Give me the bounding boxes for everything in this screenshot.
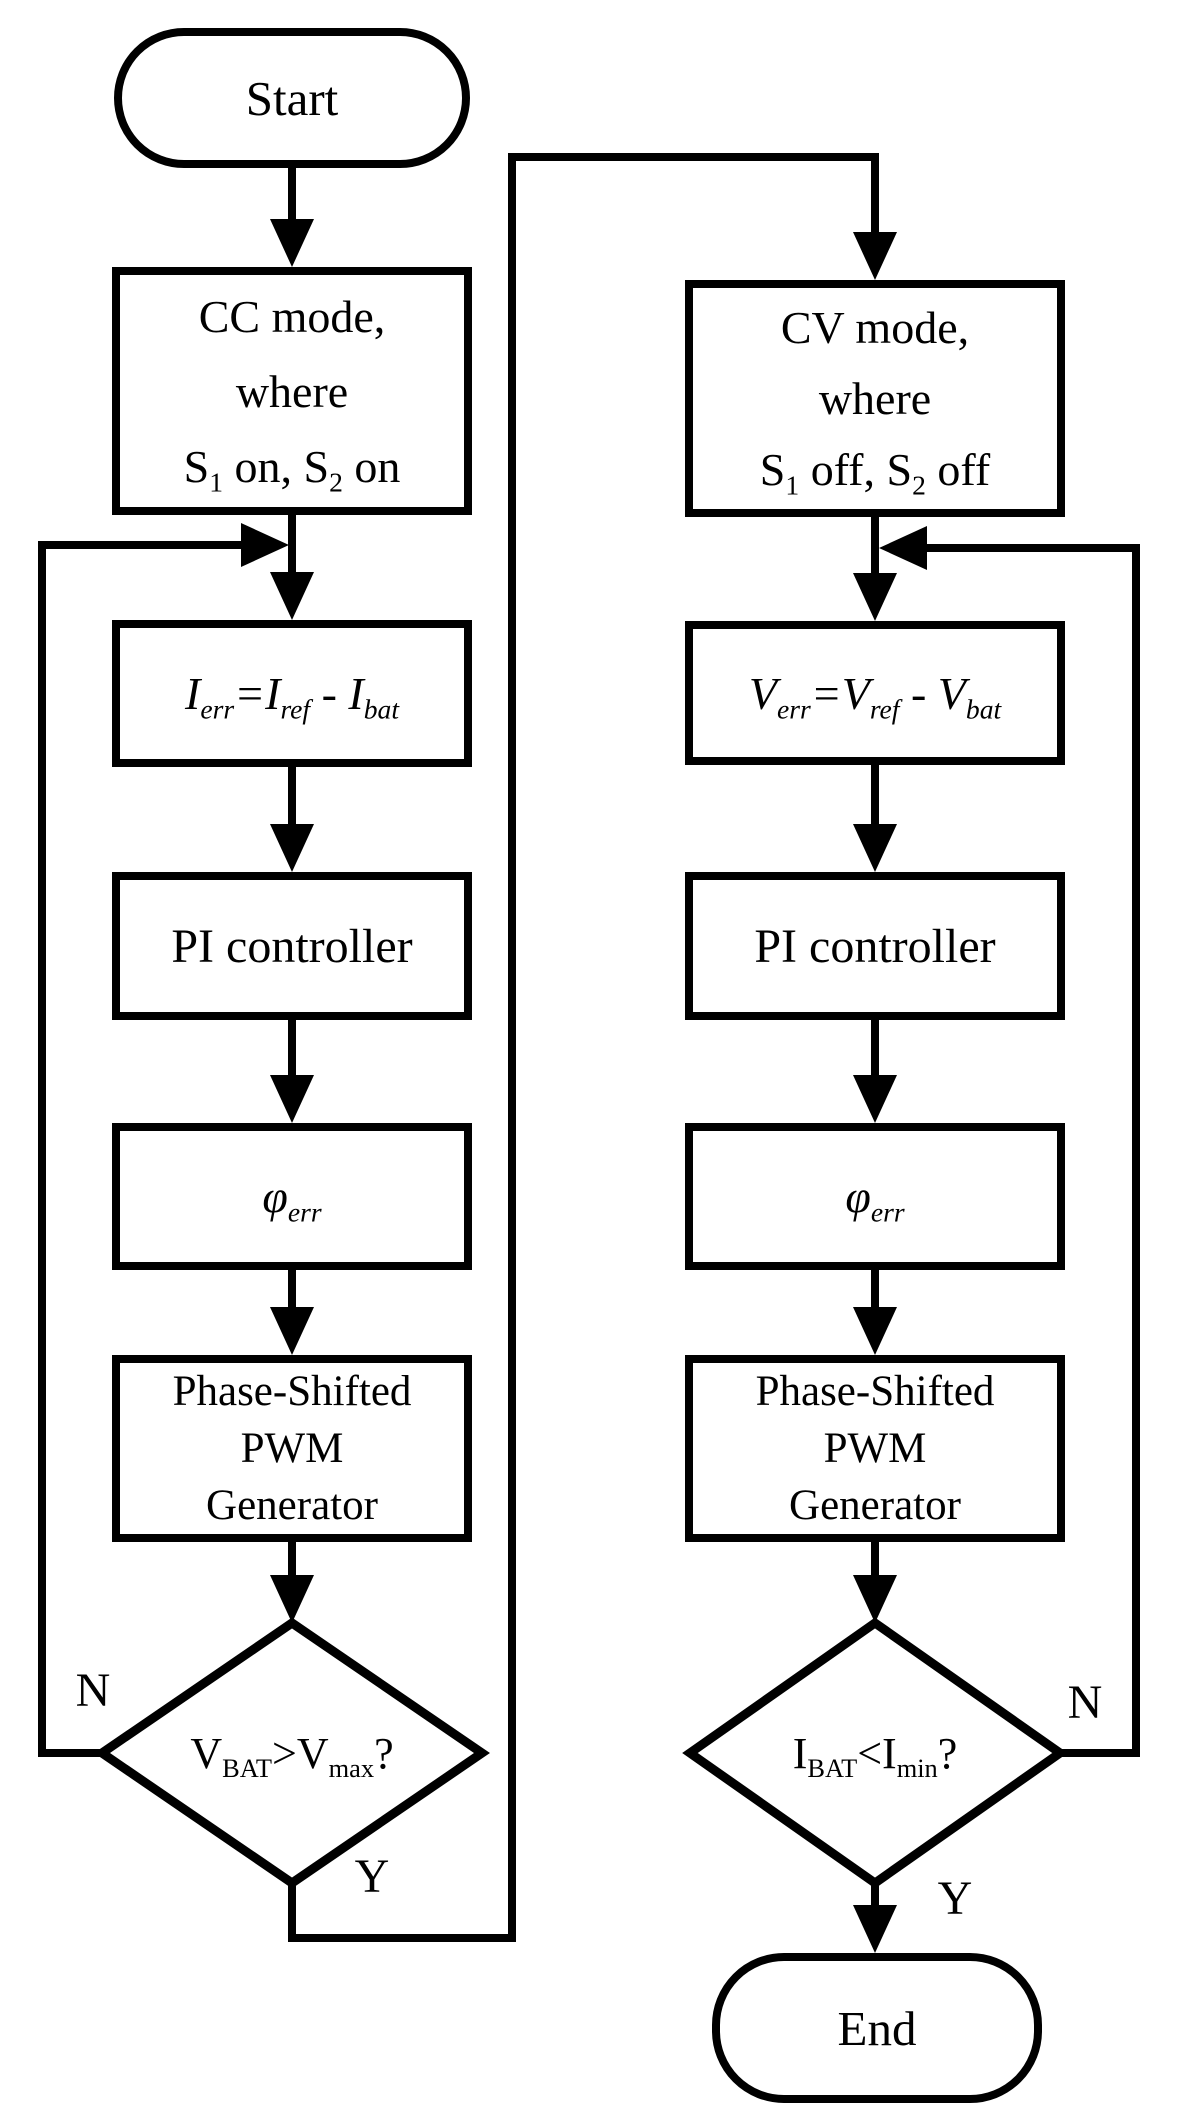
edge-pwm-to-decision-left — [270, 1542, 314, 1623]
phase-error-left: φerr — [112, 1123, 472, 1270]
end-terminal: End — [712, 1953, 1042, 2103]
voltage-error-process: Verr=Vref - Vbat — [685, 621, 1065, 765]
start-terminal: Start — [114, 28, 470, 168]
pwm-right-line3: Generator — [789, 1482, 961, 1529]
edge-ierr-to-pi-left — [270, 767, 314, 872]
phase-error-left-formula: φerr — [262, 1171, 322, 1228]
phase-error-right: φerr — [685, 1123, 1065, 1270]
pwm-left-line1: Phase-Shifted — [172, 1368, 412, 1415]
pwm-generator-left: Phase-Shifted PWM Generator — [112, 1355, 472, 1542]
current-error-process: Ierr=Iref - Ibat — [112, 620, 472, 767]
pwm-right-line2: PWM — [823, 1425, 927, 1472]
pi-controller-left-label: PI controller — [171, 919, 413, 973]
cv-mode-line2: where — [818, 373, 932, 424]
edge-cc-to-ierr — [270, 515, 314, 620]
pi-controller-left: PI controller — [112, 872, 472, 1020]
decision-right-text: IBAT<Imin? — [792, 1728, 958, 1783]
phase-error-right-formula: φerr — [845, 1171, 905, 1228]
decision-left-text: VBAT>Vmax? — [190, 1728, 394, 1783]
cc-mode-line1: CC mode, — [198, 290, 386, 342]
pi-controller-right: PI controller — [685, 872, 1065, 1020]
edge-left-no-loop — [38, 523, 289, 1757]
left-yes-label: Y — [354, 1849, 390, 1903]
cv-mode-line3: S1 off, S2 off — [759, 444, 991, 501]
cv-mode-process: CV mode, where S1 off, S2 off — [685, 280, 1065, 517]
pwm-right-line1: Phase-Shifted — [755, 1368, 995, 1415]
cv-mode-line1: CV mode, — [780, 302, 970, 353]
start-label: Start — [245, 70, 339, 126]
pwm-left-line3: Generator — [206, 1482, 378, 1529]
voltage-error-formula: Verr=Vref - Vbat — [748, 667, 1002, 725]
right-yes-label: Y — [937, 1871, 973, 1925]
edge-right-no-loop — [879, 526, 1140, 1757]
current-error-formula: Ierr=Iref - Ibat — [185, 668, 399, 725]
edge-start-to-cc — [270, 167, 314, 267]
pi-controller-right-label: PI controller — [754, 919, 996, 973]
cc-mode-line3: S1 on, S2 on — [183, 440, 401, 498]
edge-pi-to-phi-left — [270, 1020, 314, 1123]
edge-cv-to-verr — [853, 517, 897, 621]
right-no-label: N — [1067, 1675, 1103, 1729]
edge-decision-to-end — [853, 1883, 897, 1953]
edge-left-yes-to-cv — [288, 153, 897, 1942]
edge-phi-to-pwm-left — [270, 1270, 314, 1355]
pwm-generator-right: Phase-Shifted PWM Generator — [685, 1355, 1065, 1542]
edge-pi-to-phi-right — [853, 1020, 897, 1123]
edge-phi-to-pwm-right — [853, 1270, 897, 1355]
end-label: End — [837, 2000, 917, 2056]
edge-pwm-to-decision-right — [853, 1542, 897, 1623]
edge-verr-to-pi-right — [853, 765, 897, 872]
cc-mode-line2: where — [235, 365, 349, 417]
pwm-left-line2: PWM — [240, 1425, 344, 1472]
cc-mode-process: CC mode, where S1 on, S2 on — [112, 267, 472, 515]
left-no-label: N — [75, 1663, 111, 1717]
